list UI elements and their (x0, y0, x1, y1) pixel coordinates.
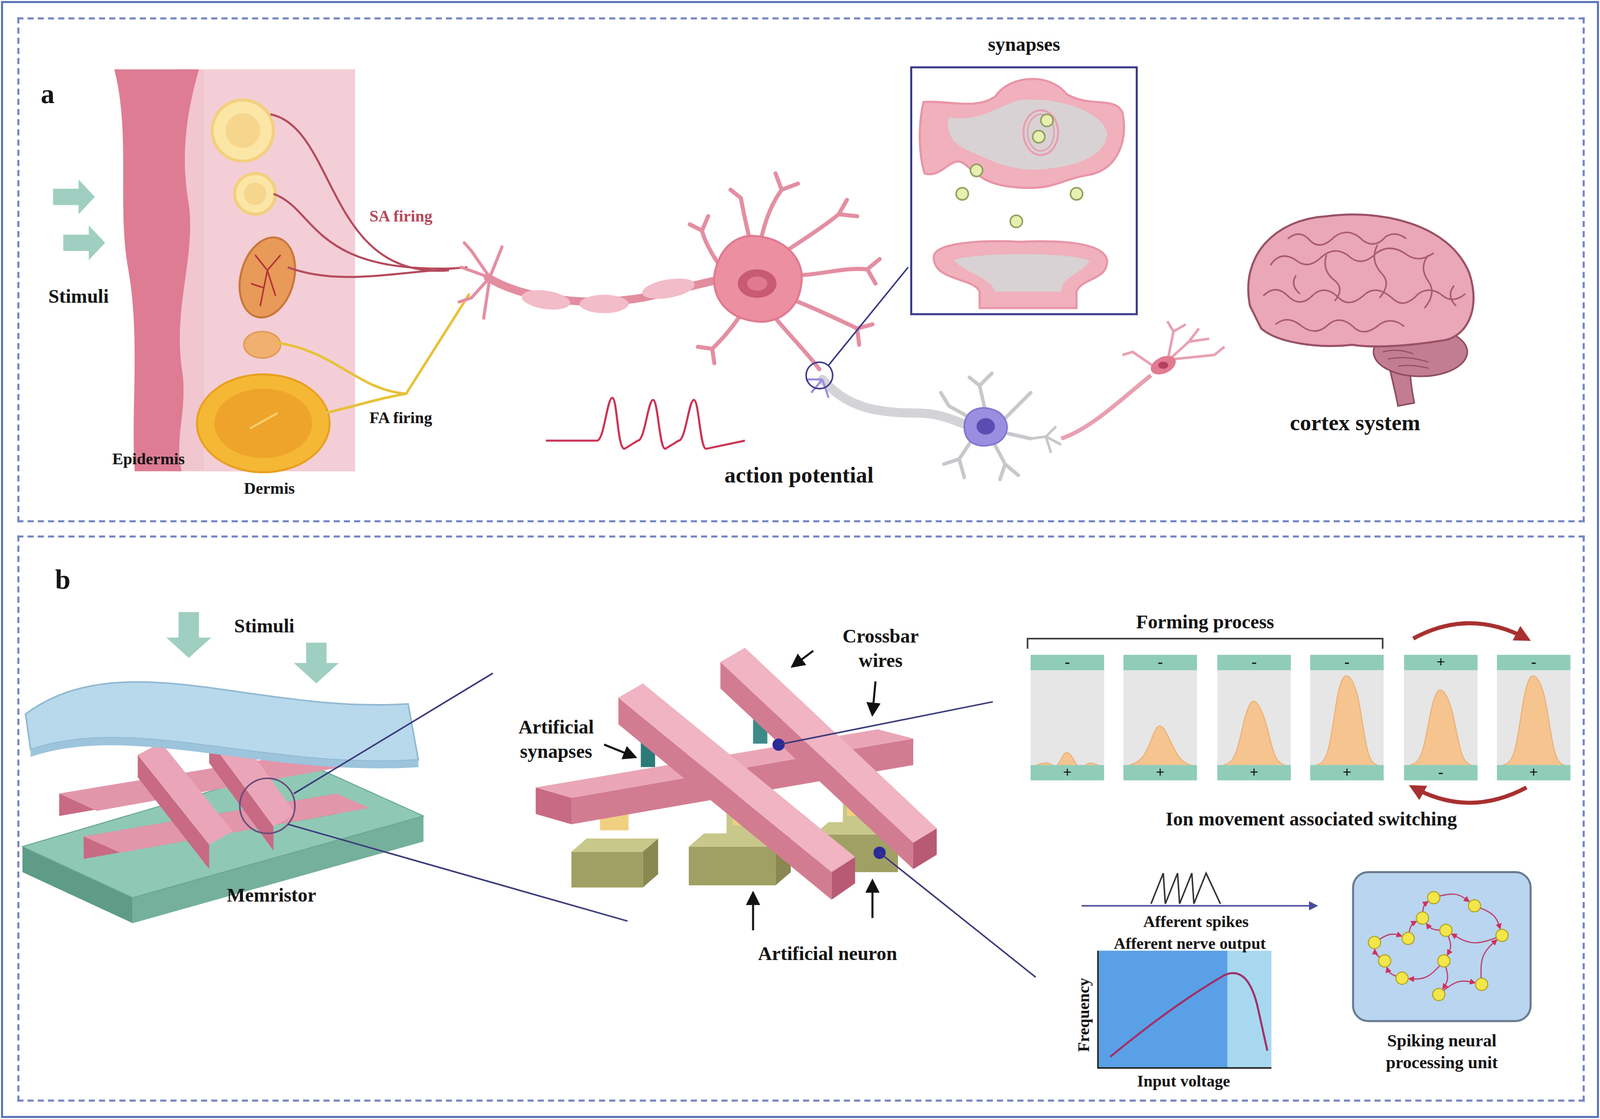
polarity-sign: + (1217, 764, 1292, 781)
forming-cell: -+ (1030, 654, 1105, 781)
bracket (1027, 638, 1383, 649)
zoom-frame (910, 66, 1138, 316)
switch-arrow (1413, 623, 1527, 639)
filament-shape (1129, 725, 1192, 765)
spike-train (1150, 873, 1221, 904)
network-node (1378, 954, 1391, 968)
layer-label: Epidermis (112, 449, 185, 470)
polarity-sign: - (1309, 654, 1384, 670)
zoom-circle (806, 362, 833, 389)
network-node (1468, 899, 1481, 912)
firing-label: SA firing (369, 206, 433, 227)
network-graph (1352, 871, 1532, 1022)
crossbar-array (535, 647, 1036, 978)
unit-box (1352, 871, 1532, 1022)
forming-cell: -+ (1123, 654, 1198, 781)
filament (1496, 654, 1571, 781)
network-node (1401, 932, 1415, 945)
frequency-chart (1098, 950, 1272, 1069)
processing-unit: Spiking neural processing unit (1352, 871, 1532, 1086)
organ-label: cortex system (1290, 408, 1421, 438)
skin-section (52, 69, 470, 473)
part-label: Memristor (226, 883, 316, 908)
forming-cell: +- (1403, 654, 1478, 781)
polarity-sign: - (1496, 654, 1571, 670)
panel-frame: synapses a (17, 17, 1585, 523)
panel-letter: b (54, 564, 71, 596)
sensory-neuron (459, 173, 880, 370)
axis-label: Input voltage (1137, 1071, 1231, 1092)
network-node (1395, 972, 1408, 985)
filament (1403, 654, 1478, 781)
filament-shape (1410, 689, 1472, 765)
filament (1123, 654, 1198, 781)
part-label: Artificial synapses (499, 715, 613, 764)
filament (1217, 654, 1292, 781)
filament-shape (1316, 675, 1379, 765)
network-node (1432, 988, 1446, 1001)
leader-line (828, 267, 909, 366)
polarity-sign: + (1123, 764, 1198, 781)
firing-label: FA firing (369, 407, 433, 429)
polarity-sign: - (1403, 764, 1478, 781)
polarity-sign: - (1030, 654, 1105, 670)
signal-label: action potential (724, 461, 874, 490)
flow-arrow (1081, 905, 1317, 907)
layer-label: Dermis (243, 478, 295, 499)
node-title: synapses (910, 32, 1138, 57)
panel-letter: a (40, 78, 55, 111)
forming-cell: -+ (1496, 654, 1571, 781)
network-node (1440, 923, 1453, 937)
forming-cell: -+ (1309, 654, 1384, 781)
network-node (1416, 911, 1429, 924)
node-title: Spiking neural processing unit (1352, 1030, 1532, 1073)
memristor-device (22, 612, 628, 924)
interneurons (806, 321, 1225, 480)
synapse-illustration (919, 78, 1125, 308)
switch-arrow (1413, 787, 1527, 803)
stimulus-label: Stimuli (234, 614, 295, 639)
filament (1309, 654, 1384, 781)
polarity-sign: - (1217, 654, 1292, 670)
network-node (1495, 929, 1509, 942)
polarity-sign: + (1496, 764, 1571, 781)
polarity-sign: + (1309, 764, 1384, 781)
part-label: Crossbar wires (829, 624, 932, 674)
network-node (1368, 936, 1381, 949)
axis-label: Frequency (1073, 977, 1094, 1052)
polarity-sign: + (1030, 764, 1105, 781)
filament-shape (1223, 701, 1286, 766)
action-potential-trace (546, 397, 746, 449)
polarity-sign: + (1403, 654, 1478, 670)
network-link (1481, 940, 1497, 985)
forming-cell: -+ (1217, 654, 1292, 781)
part-label: Artificial neuron (757, 941, 898, 967)
signal-label: Afferent spikes (1143, 911, 1249, 933)
network-node (1427, 891, 1440, 904)
filament-shape (1502, 675, 1565, 765)
filament (1030, 654, 1105, 781)
network-node (1437, 954, 1451, 968)
stimulus-label: Stimuli (48, 284, 109, 309)
process-label: Ion movement associated switching (1165, 806, 1458, 831)
zoom-box: synapses (910, 32, 1138, 315)
brain (1248, 214, 1475, 406)
signal-label: Afferent nerve output (1113, 933, 1266, 954)
process-label: Forming process (1136, 610, 1275, 635)
network-node (1475, 978, 1488, 991)
polarity-sign: - (1123, 654, 1198, 670)
